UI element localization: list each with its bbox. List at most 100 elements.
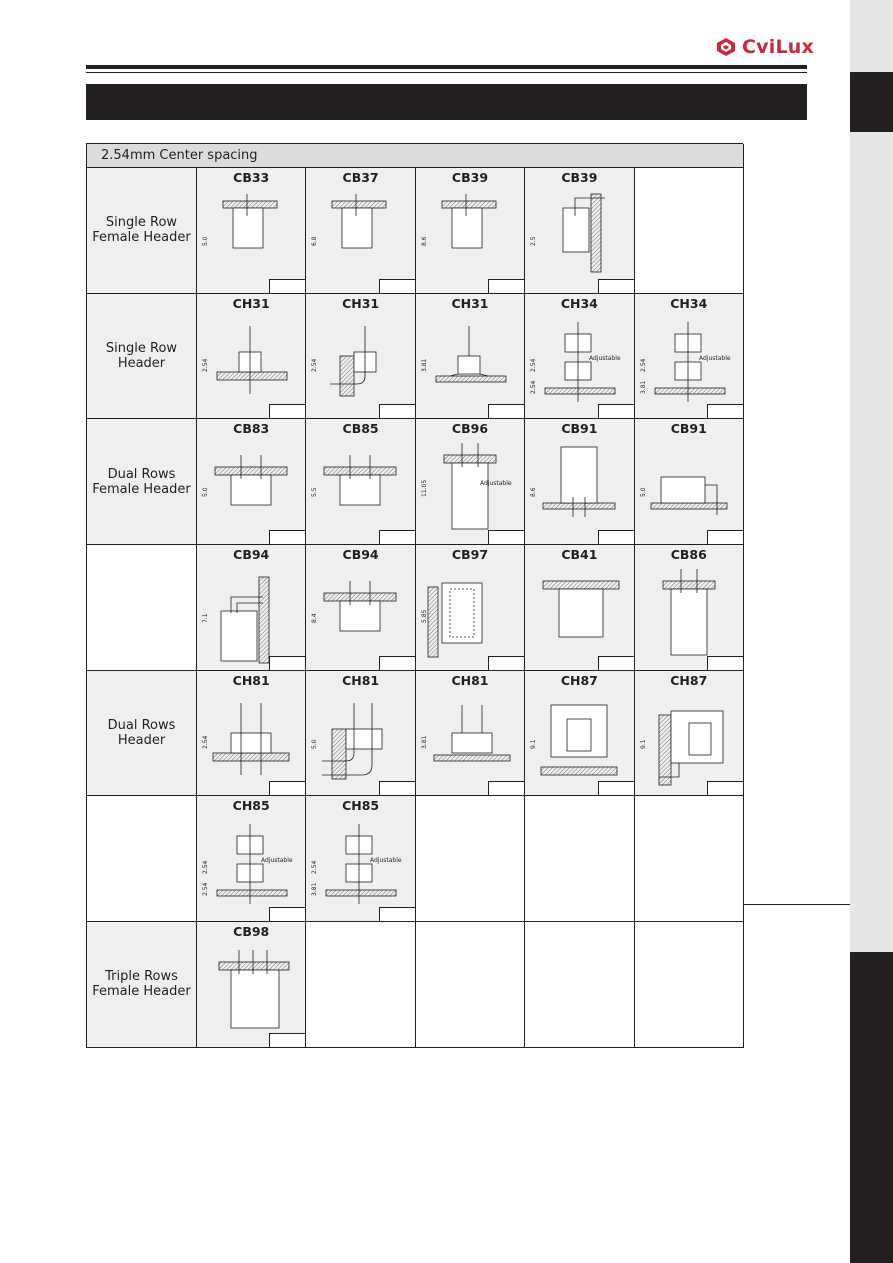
corner-tab (269, 530, 306, 545)
product-cell: CH81 2.54 (197, 670, 307, 797)
corner-tab (269, 404, 306, 419)
empty-cell (634, 796, 744, 923)
product-cell: CH31 3.81 (415, 293, 526, 420)
part-number: CB41 (561, 547, 598, 563)
connector-drawing: 5.5 (311, 455, 397, 506)
dimension-label: 3.81 (311, 883, 318, 897)
row-label: Dual Rows Female Header (87, 419, 197, 546)
dimension-label: 8.4 (311, 613, 318, 623)
corner-tab (597, 278, 634, 293)
row-label: Single Row Female Header (87, 168, 197, 294)
product-cell: CH81 3.81 (415, 670, 526, 797)
dimension-label: 8.6 (530, 488, 537, 498)
product-cell: CB91 8.6 (525, 419, 635, 546)
dimension-label: 9.1 (530, 739, 537, 749)
product-cell: CB83 5.0 (197, 419, 307, 546)
part-number: CH81 (232, 672, 270, 688)
product-cell: CB98 (197, 922, 307, 1048)
product-cell: CH34 2.54 2.54 Adjustable (525, 293, 635, 420)
corner-tab (706, 404, 743, 419)
dimension-label: 5.0 (311, 739, 318, 749)
part-number: CH31 (342, 295, 380, 311)
connector-drawing: 2.5 (530, 193, 606, 273)
brand-logo-text: CviLux (742, 36, 814, 58)
side-tab-top (850, 72, 893, 132)
part-number: CH31 (232, 295, 270, 311)
part-number: CB97 (451, 547, 489, 563)
dimension-label: Adjustable (589, 355, 621, 362)
dimension-label: 6.8 (311, 236, 318, 246)
part-number: CB33 (233, 170, 270, 185)
product-cell: CB41 (525, 545, 635, 671)
table-header: 2.54mm Center spacing (87, 144, 744, 168)
dimension-label: 5.0 (202, 236, 209, 246)
connector-drawing (218, 950, 290, 1029)
dimension-label: 2.5 (530, 236, 537, 246)
corner-tab (597, 530, 634, 545)
dimension-label: 3.81 (421, 735, 428, 749)
connector-drawing: 5.0 (202, 455, 288, 506)
part-number: CB94 (342, 547, 379, 563)
connector-drawing: 8.6 (530, 446, 616, 518)
dimension-label: 5.85 (421, 610, 428, 624)
product-table: 2.54mm Center spacing Single Row Female … (86, 143, 744, 1048)
product-cell: CB37 6.8 (306, 168, 416, 294)
connector-drawing (662, 569, 715, 656)
row-label (87, 545, 197, 671)
part-number: CB86 (670, 547, 707, 563)
part-number: CB39 (451, 170, 489, 185)
part-number: CH81 (451, 672, 489, 688)
corner-tab (269, 278, 306, 293)
connector-drawing: 2.54 2.54 Adjustable (530, 321, 621, 402)
empty-cell (415, 796, 526, 923)
part-number: CB94 (233, 547, 270, 563)
dimension-label: 2.54 (530, 358, 537, 372)
corner-tab (706, 781, 743, 796)
dimension-label: Adjustable (480, 480, 512, 487)
connector-drawing: 2.54 (202, 702, 290, 775)
dimension-label: 2.54 (202, 735, 209, 749)
row-label: Triple Rows Female Header (87, 922, 197, 1048)
dimension-label: 2.54 (530, 380, 537, 394)
header-rule-thin (86, 72, 807, 73)
part-number: CB98 (233, 924, 270, 940)
connector-drawing: 5.0 (640, 476, 727, 516)
part-number: CH34 (670, 295, 708, 311)
connector-drawing: 3.81 (421, 325, 507, 383)
section-title-bar (86, 84, 807, 120)
connector-drawing: 9.1 (530, 704, 618, 776)
part-number: CB91 (561, 421, 598, 437)
corner-tab (488, 404, 525, 419)
dimension-label: Adjustable (699, 355, 731, 362)
part-number: CH34 (560, 295, 598, 311)
dimension-label: 5.5 (311, 488, 318, 498)
part-number: CB37 (342, 170, 379, 185)
row-label: Single Row Header (87, 293, 197, 420)
connector-drawing: 5.0 (311, 702, 383, 780)
empty-cell (306, 922, 416, 1048)
part-number: CB85 (342, 421, 379, 437)
row-label (87, 796, 197, 923)
table-extension-line (743, 904, 850, 905)
corner-tab (706, 655, 743, 670)
corner-tab (488, 655, 525, 670)
part-number: CH31 (451, 295, 489, 311)
corner-tab (378, 278, 415, 293)
empty-cell (634, 922, 744, 1048)
connector-drawing: 8.4 (311, 581, 397, 632)
empty-cell (525, 922, 635, 1048)
dimension-label: 2.54 (202, 861, 209, 875)
part-number: CB83 (233, 421, 270, 437)
